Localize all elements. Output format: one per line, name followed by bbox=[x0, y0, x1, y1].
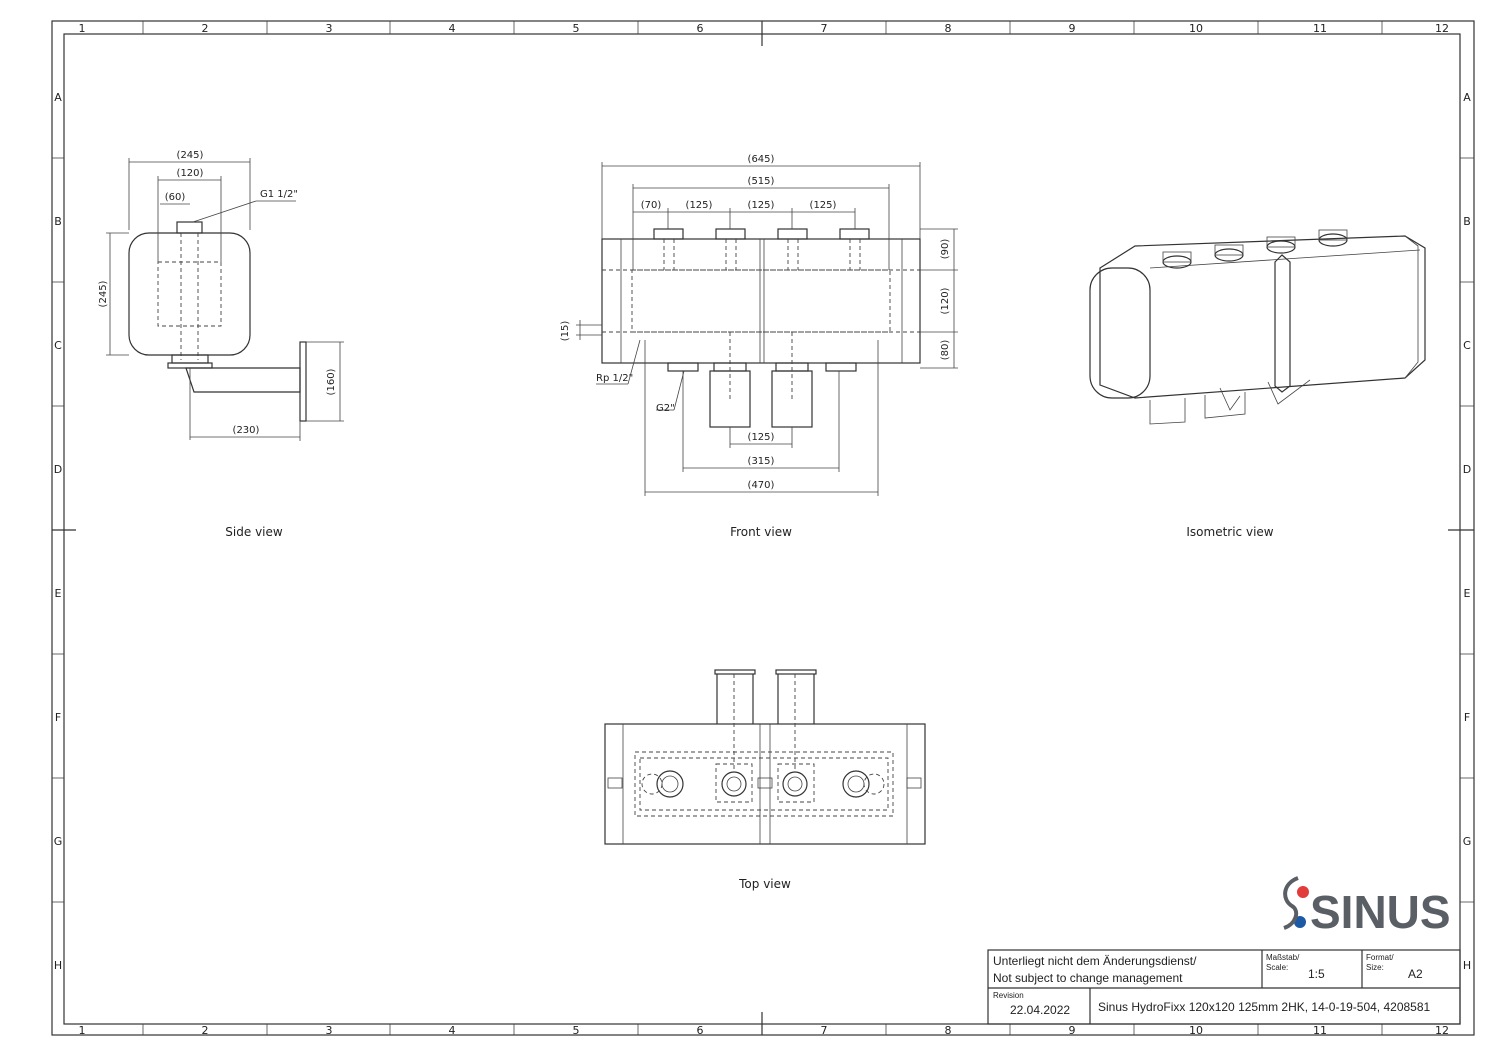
col-label: 12 bbox=[1435, 22, 1449, 35]
row-label: A bbox=[1463, 91, 1471, 104]
dim-text: (125) bbox=[748, 432, 775, 443]
revision-label: Revision bbox=[993, 991, 1024, 1000]
format-label-de: Format/ bbox=[1366, 953, 1394, 962]
front-view: (645) (515) (70) (125) (125) (125) (90) … bbox=[560, 154, 958, 539]
side-view: (245) (120) (60) G1 1/2" (245) (230) (16… bbox=[98, 150, 344, 539]
row-label: E bbox=[1464, 587, 1471, 600]
col-label: 6 bbox=[697, 1024, 704, 1037]
column-labels-top: 1 2 3 4 5 6 7 8 9 10 11 12 bbox=[79, 22, 1450, 35]
col-label: 7 bbox=[821, 1024, 828, 1037]
logo-swoosh-icon bbox=[1283, 876, 1299, 930]
thread-label: Rp 1/2" bbox=[596, 373, 633, 384]
product-description: Sinus HydroFixx 120x120 125mm 2HK, 14-0-… bbox=[1098, 1000, 1431, 1014]
row-labels-right: A B C D E F G H bbox=[1463, 91, 1472, 972]
sinus-logo: SINUS bbox=[1283, 876, 1451, 938]
col-label: 1 bbox=[79, 22, 86, 35]
thread-label: G1 1/2" bbox=[260, 189, 298, 200]
dim-text: (125) bbox=[748, 200, 775, 211]
dim-text: (120) bbox=[177, 168, 204, 179]
col-label: 2 bbox=[202, 1024, 209, 1037]
col-label: 12 bbox=[1435, 1024, 1449, 1037]
dim-text: (160) bbox=[326, 368, 337, 395]
dim-text: (230) bbox=[233, 425, 260, 436]
col-label: 10 bbox=[1189, 1024, 1203, 1037]
revision-date: 22.04.2022 bbox=[1010, 1003, 1070, 1017]
row-label: D bbox=[1463, 463, 1471, 476]
col-label: 5 bbox=[573, 22, 580, 35]
col-label: 9 bbox=[1069, 1024, 1076, 1037]
dim-text: (60) bbox=[165, 192, 186, 203]
dim-text: (245) bbox=[177, 150, 204, 161]
scale-label-de: Maßstab/ bbox=[1266, 953, 1300, 962]
row-label: F bbox=[55, 711, 61, 724]
top-view: Top view bbox=[604, 669, 926, 891]
row-label: B bbox=[54, 215, 62, 228]
dim-text: (15) bbox=[560, 321, 571, 342]
dim-text: (315) bbox=[748, 456, 775, 467]
dim-text: (70) bbox=[641, 200, 662, 211]
row-label: B bbox=[1463, 215, 1471, 228]
scale-label-en: Scale: bbox=[1266, 963, 1288, 972]
logo-text: SINUS bbox=[1310, 886, 1451, 938]
row-label: A bbox=[54, 91, 62, 104]
format-label-en: Size: bbox=[1366, 963, 1384, 972]
title-block: Unterliegt nicht dem Änderungsdienst/ No… bbox=[987, 949, 1461, 1025]
col-label: 7 bbox=[821, 22, 828, 35]
row-label: G bbox=[54, 835, 63, 848]
row-label: G bbox=[1463, 835, 1472, 848]
col-label: 10 bbox=[1189, 22, 1203, 35]
row-label: C bbox=[1463, 339, 1471, 352]
logo-red-dot bbox=[1297, 886, 1309, 898]
col-label: 9 bbox=[1069, 22, 1076, 35]
column-grid bbox=[142, 21, 1383, 1035]
dim-text: (245) bbox=[98, 280, 109, 307]
view-label-isometric: Isometric view bbox=[1186, 525, 1273, 539]
outer-frame bbox=[51, 20, 1475, 1036]
col-label: 6 bbox=[697, 22, 704, 35]
col-label: 1 bbox=[79, 1024, 86, 1037]
row-label: H bbox=[1463, 959, 1471, 972]
dim-text: (90) bbox=[940, 239, 951, 260]
col-label: 11 bbox=[1313, 1024, 1327, 1037]
row-label: F bbox=[1464, 711, 1470, 724]
col-label: 4 bbox=[449, 1024, 456, 1037]
col-label: 8 bbox=[945, 1024, 952, 1037]
col-label: 3 bbox=[326, 22, 333, 35]
format-value: A2 bbox=[1408, 967, 1423, 981]
view-label-side: Side view bbox=[225, 525, 283, 539]
row-grid bbox=[52, 157, 1474, 903]
scale-value: 1:5 bbox=[1308, 967, 1325, 981]
dim-text: (515) bbox=[748, 176, 775, 187]
dim-text: (120) bbox=[940, 287, 951, 314]
dim-text: (125) bbox=[810, 200, 837, 211]
row-label: H bbox=[54, 959, 62, 972]
col-label: 5 bbox=[573, 1024, 580, 1037]
dim-text: (80) bbox=[940, 340, 951, 361]
note-en: Not subject to change management bbox=[993, 971, 1183, 985]
dim-text: (645) bbox=[748, 154, 775, 165]
row-label: C bbox=[54, 339, 62, 352]
note-de: Unterliegt nicht dem Änderungsdienst/ bbox=[993, 954, 1197, 968]
isometric-view: Isometric view bbox=[1089, 229, 1426, 539]
view-label-front: Front view bbox=[730, 525, 792, 539]
col-label: 4 bbox=[449, 22, 456, 35]
dim-text: (470) bbox=[748, 480, 775, 491]
dim-text: (125) bbox=[686, 200, 713, 211]
col-label: 3 bbox=[326, 1024, 333, 1037]
row-labels-left: A B C D E F G H bbox=[54, 91, 63, 972]
col-label: 8 bbox=[945, 22, 952, 35]
row-label: E bbox=[55, 587, 62, 600]
column-labels-bottom: 1 2 3 4 5 6 7 8 9 10 11 12 bbox=[79, 1024, 1450, 1037]
col-label: 2 bbox=[202, 22, 209, 35]
row-label: D bbox=[54, 463, 62, 476]
thread-label: G2" bbox=[656, 403, 675, 414]
view-label-top: Top view bbox=[738, 877, 791, 891]
col-label: 11 bbox=[1313, 22, 1327, 35]
